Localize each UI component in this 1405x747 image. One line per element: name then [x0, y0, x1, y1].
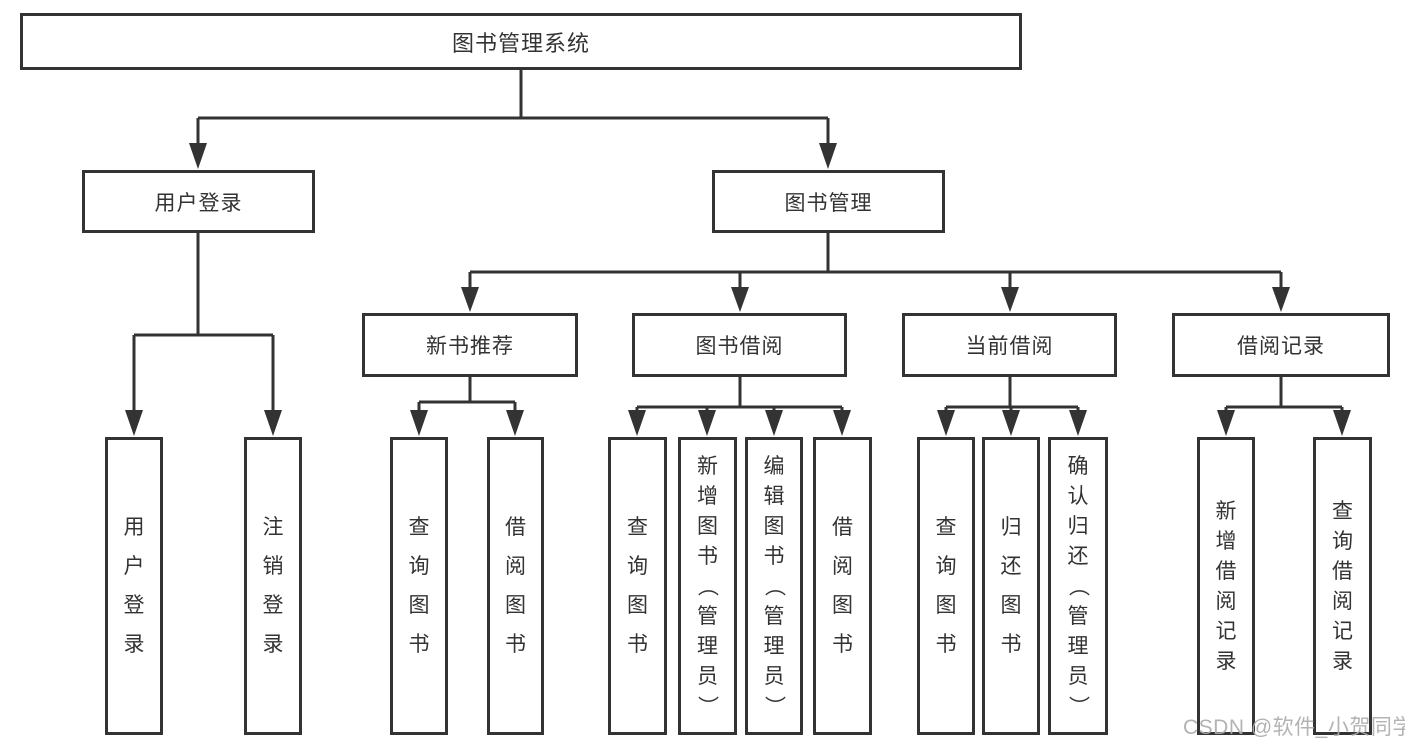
leaf-add-borrow-record: 新增借阅记录	[1197, 437, 1255, 735]
leaf-query-borrow-record: 查询借阅记录	[1313, 437, 1372, 735]
leaf-query-books-current: 查询图书	[917, 437, 975, 735]
leaf-edit-books-admin: 编辑图书（管理员）	[745, 437, 803, 735]
node-borrow-records: 借阅记录	[1172, 313, 1390, 377]
leaf-query-books-recommend: 查询图书	[390, 437, 448, 735]
node-book-borrow: 图书借阅	[632, 313, 847, 377]
node-user-login: 用户登录	[82, 170, 315, 233]
leaf-logout: 注销登录	[244, 437, 302, 735]
arrowhead-icons	[125, 143, 1351, 436]
node-book-management: 图书管理	[712, 170, 945, 233]
csdn-watermark: CSDN @软件_小贺同学	[1183, 716, 1405, 739]
leaf-return-books: 归还图书	[982, 437, 1040, 735]
node-library-management-system: 图书管理系统	[20, 13, 1022, 70]
leaf-confirm-return-admin: 确认归还（管理员）	[1048, 437, 1108, 735]
leaf-add-books-admin: 新增图书（管理员）	[678, 437, 737, 735]
node-new-book-recommend: 新书推荐	[362, 313, 578, 377]
node-current-borrow: 当前借阅	[902, 313, 1117, 377]
leaf-borrow-books-recommend: 借阅图书	[487, 437, 544, 735]
leaf-user-login: 用户登录	[105, 437, 163, 735]
leaf-borrow-books: 借阅图书	[813, 437, 872, 735]
leaf-query-books-borrow: 查询图书	[608, 437, 667, 735]
